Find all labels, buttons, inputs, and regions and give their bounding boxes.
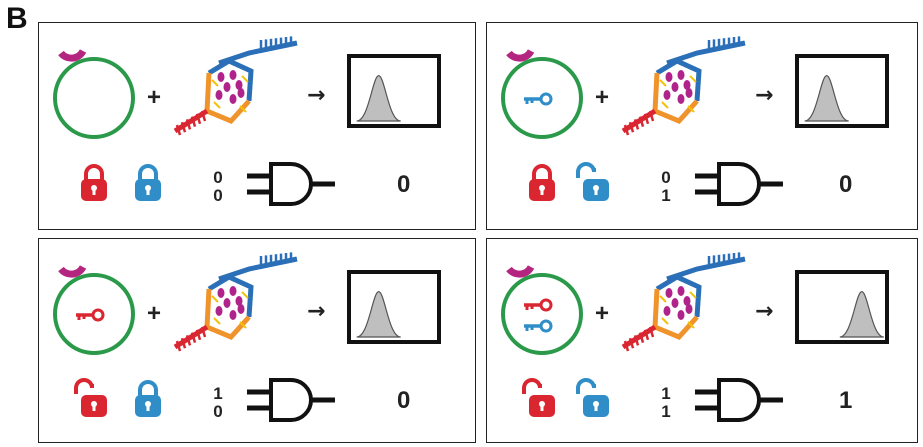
plasmid-circle — [501, 273, 583, 355]
histogram-plot — [795, 54, 889, 128]
panel-label: B — [6, 2, 28, 35]
input-a-bit: 1 — [213, 384, 223, 403]
and-gate — [695, 378, 783, 422]
and-gate — [247, 378, 335, 422]
histogram-plot — [795, 270, 889, 344]
gate-output: 0 — [839, 171, 853, 198]
histogram-peak — [804, 74, 849, 122]
blue-lock-icon — [576, 162, 609, 201]
red-key-icon — [524, 298, 553, 312]
plus-sign: + — [147, 300, 162, 327]
arrow-icon: → — [755, 299, 774, 324]
input-b-bit: 0 — [213, 402, 223, 421]
input-b-bit: 1 — [661, 186, 671, 205]
and-gate — [695, 162, 783, 206]
panel-drawing — [53, 252, 441, 422]
blue-lock-icon — [576, 378, 609, 417]
arrow-icon: → — [307, 83, 326, 108]
red-lock-icon — [529, 164, 555, 201]
plus-sign: + — [595, 300, 610, 327]
sensor-complex — [173, 252, 298, 352]
input-a-bit: 1 — [661, 384, 671, 403]
histogram-peak — [839, 290, 885, 338]
sensor-complex — [621, 36, 746, 136]
origin-mark — [58, 265, 87, 278]
red-lock-icon — [81, 164, 107, 201]
input-a-bit: 0 — [213, 168, 223, 187]
histogram-plot — [347, 270, 441, 344]
plus-sign: + — [147, 84, 162, 111]
plasmid-circle — [53, 273, 135, 355]
red-lock-icon — [74, 378, 107, 417]
origin-mark — [506, 49, 535, 62]
red-key-icon — [76, 308, 105, 322]
origin-mark — [506, 265, 535, 278]
gate-output: 0 — [397, 387, 411, 414]
histogram-peak — [356, 74, 401, 122]
arrow-icon: → — [307, 299, 326, 324]
plus-sign: + — [595, 84, 610, 111]
histogram-plot — [347, 54, 441, 128]
input-a-bit: 0 — [661, 168, 671, 187]
red-lock-icon — [522, 378, 555, 417]
gate-output: 1 — [839, 387, 853, 414]
blue-key-icon — [524, 92, 553, 106]
histogram-peak — [356, 290, 401, 338]
plasmid-circle — [53, 57, 135, 139]
sensor-complex — [621, 252, 746, 352]
panel-drawing — [53, 36, 441, 206]
blue-lock-icon — [135, 380, 161, 417]
origin-mark — [58, 49, 87, 62]
gate-output: 0 — [397, 171, 411, 198]
blue-lock-icon — [135, 164, 161, 201]
input-b-bit: 1 — [661, 402, 671, 421]
sensor-complex — [173, 36, 298, 136]
and-gate — [247, 162, 335, 206]
input-b-bit: 0 — [213, 186, 223, 205]
blue-key-icon — [524, 319, 553, 333]
plasmid-circle — [501, 57, 583, 139]
arrow-icon: → — [755, 83, 774, 108]
panel-drawing — [501, 252, 889, 422]
panel-drawing — [501, 36, 889, 206]
